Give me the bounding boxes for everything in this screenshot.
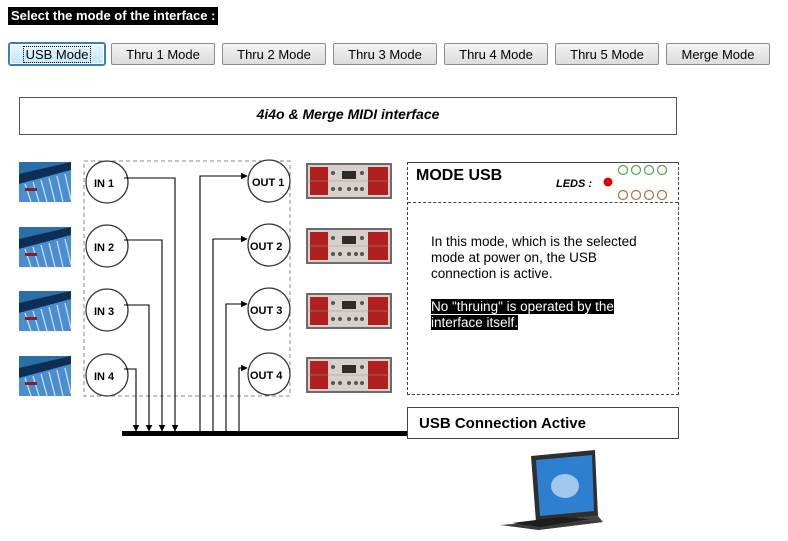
thru-4-mode-button[interactable]: Thru 4 Mode (444, 43, 548, 65)
keyboard-image (18, 355, 72, 397)
in-1-label: IN 1 (94, 178, 114, 190)
usb-status-text: USB Connection Active (419, 415, 586, 432)
led-orange-icon (643, 189, 655, 201)
mode-prompt: Select the mode of the interface : (8, 7, 219, 25)
in-1-connector: IN 1 (85, 160, 129, 204)
merge-mode-button[interactable]: Merge Mode (666, 43, 770, 65)
synth-module-image (305, 356, 393, 394)
out-4-connector: OUT 4 (247, 352, 291, 396)
mode-button-bar: USB Mode Thru 1 Mode Thru 2 Mode Thru 3 … (9, 43, 779, 65)
led-indicators (603, 164, 668, 201)
interface-title: 4i4o & Merge MIDI interface (256, 106, 440, 122)
mode-note: No "thruing" is operated by the interfac… (431, 299, 614, 330)
thru-5-mode-button[interactable]: Thru 5 Mode (555, 43, 659, 65)
led-green-icon (630, 164, 642, 176)
interface-boundary (83, 160, 291, 397)
usb-status-box: USB Connection Active (407, 407, 679, 439)
out-1-label: OUT 1 (252, 177, 284, 189)
synth-module-image (305, 227, 393, 265)
led-green-icon (643, 164, 655, 176)
usb-mode-button[interactable]: USB Mode (9, 43, 105, 65)
mode-info-panel: MODE USB LEDS : In this mode, which is t… (407, 162, 679, 395)
laptop-image (500, 450, 603, 530)
led-orange-icon (617, 189, 629, 201)
out-3-connector: OUT 3 (247, 287, 291, 331)
mode-description: In this mode, which is the selected mode… (431, 234, 637, 281)
in-2-label: IN 2 (94, 242, 114, 254)
thru-3-mode-button[interactable]: Thru 3 Mode (333, 43, 437, 65)
in-4-connector: IN 4 (85, 353, 129, 397)
keyboard-image (18, 161, 72, 203)
out-2-connector: OUT 2 (247, 223, 291, 267)
led-orange-icon (656, 189, 668, 201)
in-2-connector: IN 2 (85, 224, 129, 268)
synth-module-image (305, 162, 393, 200)
thru-2-mode-button[interactable]: Thru 2 Mode (222, 43, 326, 65)
thru-1-mode-button[interactable]: Thru 1 Mode (111, 43, 215, 65)
interface-title-box: 4i4o & Merge MIDI interface (19, 97, 677, 135)
mode-panel-header: MODE USB LEDS : (408, 163, 678, 203)
in-3-connector: IN 3 (85, 288, 129, 332)
out-2-label: OUT 2 (250, 241, 282, 253)
out-4-label: OUT 4 (250, 370, 283, 382)
led-green-icon (617, 164, 629, 176)
mode-title: MODE USB (416, 167, 503, 184)
led-green-icon (656, 164, 668, 176)
keyboard-image (18, 226, 72, 268)
led-active-icon (603, 177, 613, 187)
usb-bus-line (122, 431, 408, 436)
leds-label: LEDS : (556, 178, 593, 190)
synth-module-image (305, 292, 393, 330)
in-3-label: IN 3 (94, 306, 114, 318)
out-3-label: OUT 3 (250, 305, 282, 317)
in-4-label: IN 4 (94, 371, 115, 383)
keyboard-image (18, 290, 72, 332)
out-1-connector: OUT 1 (247, 159, 291, 203)
midi-routing-diagram: IN 1 IN 2 IN 3 IN 4 OUT 1 OUT 2 OUT 3 OU… (18, 159, 603, 530)
led-orange-icon (630, 189, 642, 201)
